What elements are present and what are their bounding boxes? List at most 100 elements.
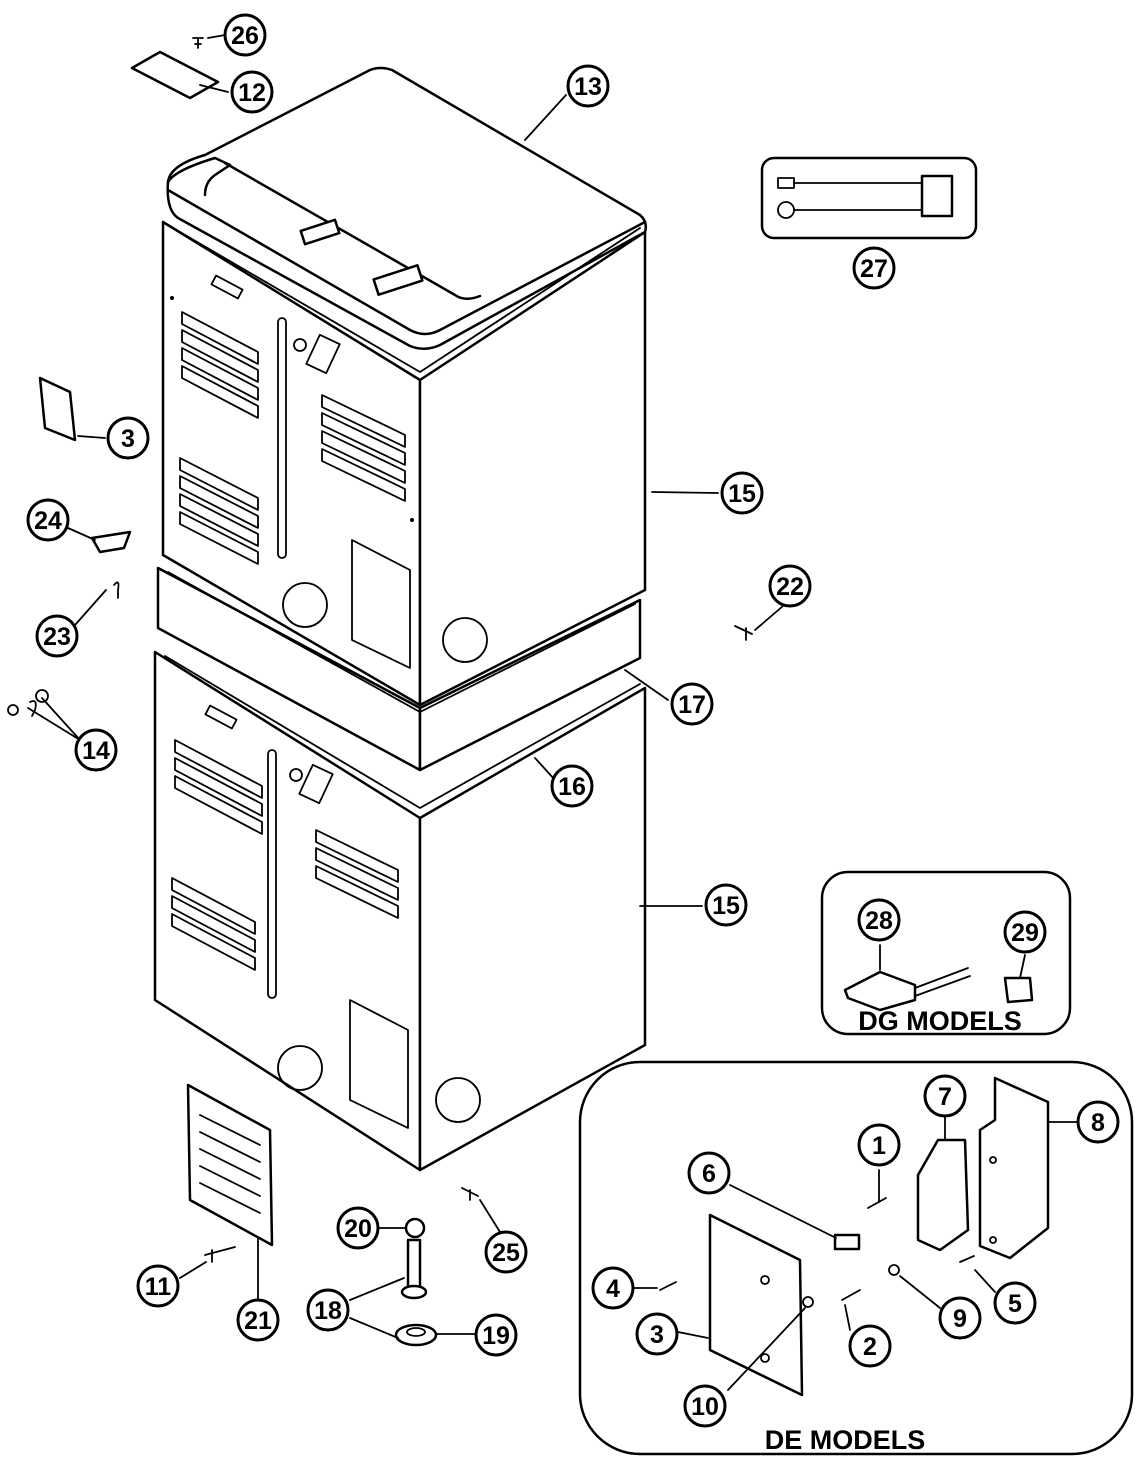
callout-c8: 8 xyxy=(1076,1100,1120,1144)
top-panel xyxy=(166,66,648,350)
callout-number: 11 xyxy=(145,1273,172,1301)
callout-circle xyxy=(106,416,150,460)
callout-circle xyxy=(566,64,610,108)
fasteners-14 xyxy=(7,689,49,717)
callout-c3a: 3 xyxy=(106,416,150,460)
callout-number: 15 xyxy=(712,892,740,920)
callout-number: 5 xyxy=(1008,1290,1022,1318)
callout-circle xyxy=(35,614,79,658)
callout-circle xyxy=(484,1230,528,1274)
callout-circle xyxy=(26,498,70,542)
callout-c26: 26 xyxy=(223,13,267,57)
callout-c13: 13 xyxy=(566,64,610,108)
stacking-spacer xyxy=(156,566,642,772)
callout-circle xyxy=(938,1296,982,1340)
callout-c16: 16 xyxy=(550,764,594,808)
screw-25 xyxy=(461,1187,479,1201)
callout-c14: 14 xyxy=(74,728,118,772)
callout-number: 25 xyxy=(492,1239,520,1267)
callout-c28: 28 xyxy=(857,898,901,942)
callout-number: 12 xyxy=(238,79,266,107)
hook-23 xyxy=(113,581,120,599)
callout-circle xyxy=(136,1264,180,1308)
callout-number: 24 xyxy=(34,507,62,535)
cover-plate-12 xyxy=(130,50,220,100)
leader-lines xyxy=(27,34,1079,1391)
callout-circle xyxy=(852,246,896,290)
clip-24 xyxy=(90,530,132,554)
callout-circle xyxy=(720,471,764,515)
callout-number: 2 xyxy=(863,1333,877,1361)
callout-circle xyxy=(768,564,812,608)
foot-cup-19 xyxy=(394,1323,438,1347)
screw-11 xyxy=(204,1246,236,1263)
callout-number: 22 xyxy=(776,573,804,601)
callout-number: 13 xyxy=(574,73,602,101)
harness-27 xyxy=(760,156,978,240)
callout-number: 19 xyxy=(482,1322,510,1350)
nut-20 xyxy=(404,1217,426,1239)
callout-circle xyxy=(993,1281,1037,1325)
callout-circle xyxy=(591,1266,635,1310)
callout-c12: 12 xyxy=(230,70,274,114)
callout-circle xyxy=(857,898,901,942)
callout-c25: 25 xyxy=(484,1230,528,1274)
callout-circle xyxy=(848,1324,892,1368)
callout-circle xyxy=(687,1151,731,1195)
grille-21 xyxy=(186,1083,274,1247)
lower-cabinet xyxy=(153,650,647,1172)
callout-c4: 4 xyxy=(591,1266,635,1310)
callout-circle xyxy=(230,70,274,114)
callout-c15a: 15 xyxy=(720,471,764,515)
callout-number: 26 xyxy=(231,22,259,50)
callout-number: 21 xyxy=(244,1307,272,1335)
bracket-3 xyxy=(38,376,77,442)
callout-c22: 22 xyxy=(768,564,812,608)
callout-c21: 21 xyxy=(236,1298,280,1342)
callout-number: 6 xyxy=(702,1160,716,1188)
leveling-leg-18 xyxy=(400,1238,428,1300)
callout-number: 27 xyxy=(860,255,888,283)
callout-number: 17 xyxy=(678,691,706,719)
callout-circle xyxy=(550,764,594,808)
callout-number: 18 xyxy=(314,1297,342,1325)
callout-circle xyxy=(1003,910,1047,954)
callout-number: 28 xyxy=(865,907,893,935)
callout-c23: 23 xyxy=(35,614,79,658)
callout-circle xyxy=(223,13,267,57)
callout-c1: 1 xyxy=(857,1123,901,1167)
callout-number: 3 xyxy=(121,425,135,453)
callout-number: 1 xyxy=(872,1132,886,1160)
callout-circle xyxy=(670,682,714,726)
callout-number: 20 xyxy=(344,1215,372,1243)
callout-c11: 11 xyxy=(136,1264,180,1308)
callout-c7: 7 xyxy=(923,1074,967,1118)
callout-number: 29 xyxy=(1011,919,1039,947)
callout-circle xyxy=(474,1313,518,1357)
callout-c10: 10 xyxy=(683,1384,727,1428)
callout-number: 23 xyxy=(43,623,71,651)
callout-c18: 18 xyxy=(306,1288,350,1332)
callout-c5: 5 xyxy=(993,1281,1037,1325)
callout-circle xyxy=(635,1312,679,1356)
callout-circle xyxy=(336,1206,380,1250)
callout-number: 14 xyxy=(82,737,110,765)
callout-circle xyxy=(857,1123,901,1167)
callout-c20: 20 xyxy=(336,1206,380,1250)
callout-c27: 27 xyxy=(852,246,896,290)
callout-circle xyxy=(306,1288,350,1332)
callout-number: 8 xyxy=(1091,1109,1105,1137)
callout-circle xyxy=(923,1074,967,1118)
callout-number: 15 xyxy=(728,480,756,508)
callout-c19: 19 xyxy=(474,1313,518,1357)
callout-c6: 6 xyxy=(687,1151,731,1195)
callout-circle xyxy=(1076,1100,1120,1144)
de-models-box xyxy=(578,1060,1134,1456)
callout-circle xyxy=(683,1384,727,1428)
upper-cabinet xyxy=(161,220,647,707)
callout-c24: 24 xyxy=(26,498,70,542)
callout-c29: 29 xyxy=(1003,910,1047,954)
screw-22 xyxy=(734,625,753,641)
